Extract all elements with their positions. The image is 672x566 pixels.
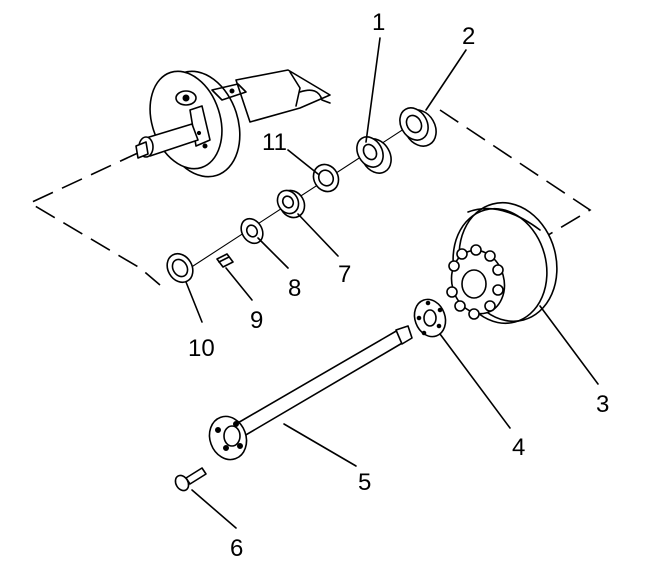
- callout-4: 4: [512, 434, 525, 461]
- wheel-studs: [446, 244, 504, 320]
- callout-7: 7: [338, 261, 351, 288]
- callout-labels: 1 2 3 4 5 6 7 8 9 10 11: [188, 9, 609, 562]
- axle-shaft-part-5: [208, 325, 413, 461]
- key-part-9: [216, 253, 234, 268]
- seal-part-2: [399, 107, 437, 147]
- adjusting-nut-part-7: [276, 189, 306, 219]
- callout-10: 10: [188, 335, 215, 362]
- callout-2: 2: [462, 23, 475, 50]
- assembly-guide-lines: [28, 109, 592, 286]
- bolt-part-6: [174, 467, 207, 492]
- callout-9: 9: [250, 307, 263, 334]
- callout-1: 1: [372, 9, 385, 36]
- callout-11: 11: [262, 129, 287, 156]
- callout-5: 5: [358, 469, 371, 496]
- leader-lines: [185, 37, 599, 529]
- callout-8: 8: [288, 275, 301, 302]
- locking-ring-part-10: [166, 252, 194, 284]
- bearing-part-1: [356, 136, 392, 174]
- gasket-part-4: [413, 298, 447, 338]
- callout-3: 3: [596, 391, 609, 418]
- callout-6: 6: [230, 535, 243, 562]
- washer-part-8: [240, 217, 264, 245]
- hub-and-drum-part-3: [446, 201, 558, 325]
- axle-housing-spindle: [135, 69, 331, 178]
- lock-ring-part-11: [312, 163, 340, 193]
